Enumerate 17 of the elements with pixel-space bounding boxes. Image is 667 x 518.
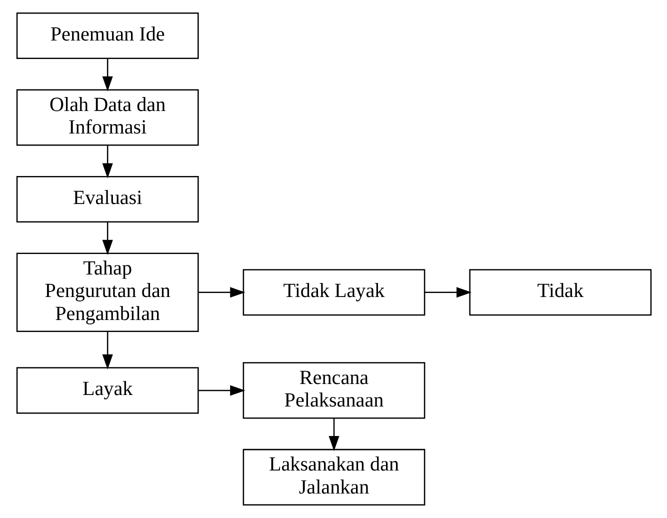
node-box: Laksanakan dan Jalankan [242,448,425,506]
node-box: Evaluasi [16,176,198,223]
arrow [102,331,112,370]
node-box: Olah Data dan Informasi [16,89,198,146]
arrow [328,418,339,452]
node-box: Rencana Pelaksanaan [242,362,425,419]
arrow [198,385,245,396]
arrow [198,287,245,298]
node-box: Layak [16,367,198,414]
node-box: Tahap Pengurutan dan Pengambilan [16,252,198,332]
node-box: Tidak [468,269,652,316]
arrow [102,222,112,256]
arrow [424,287,472,298]
arrow [102,146,112,178]
arrow [102,58,112,92]
node-box: Penemuan Ide [16,12,198,60]
node-box: Tidak Layak [242,269,425,316]
